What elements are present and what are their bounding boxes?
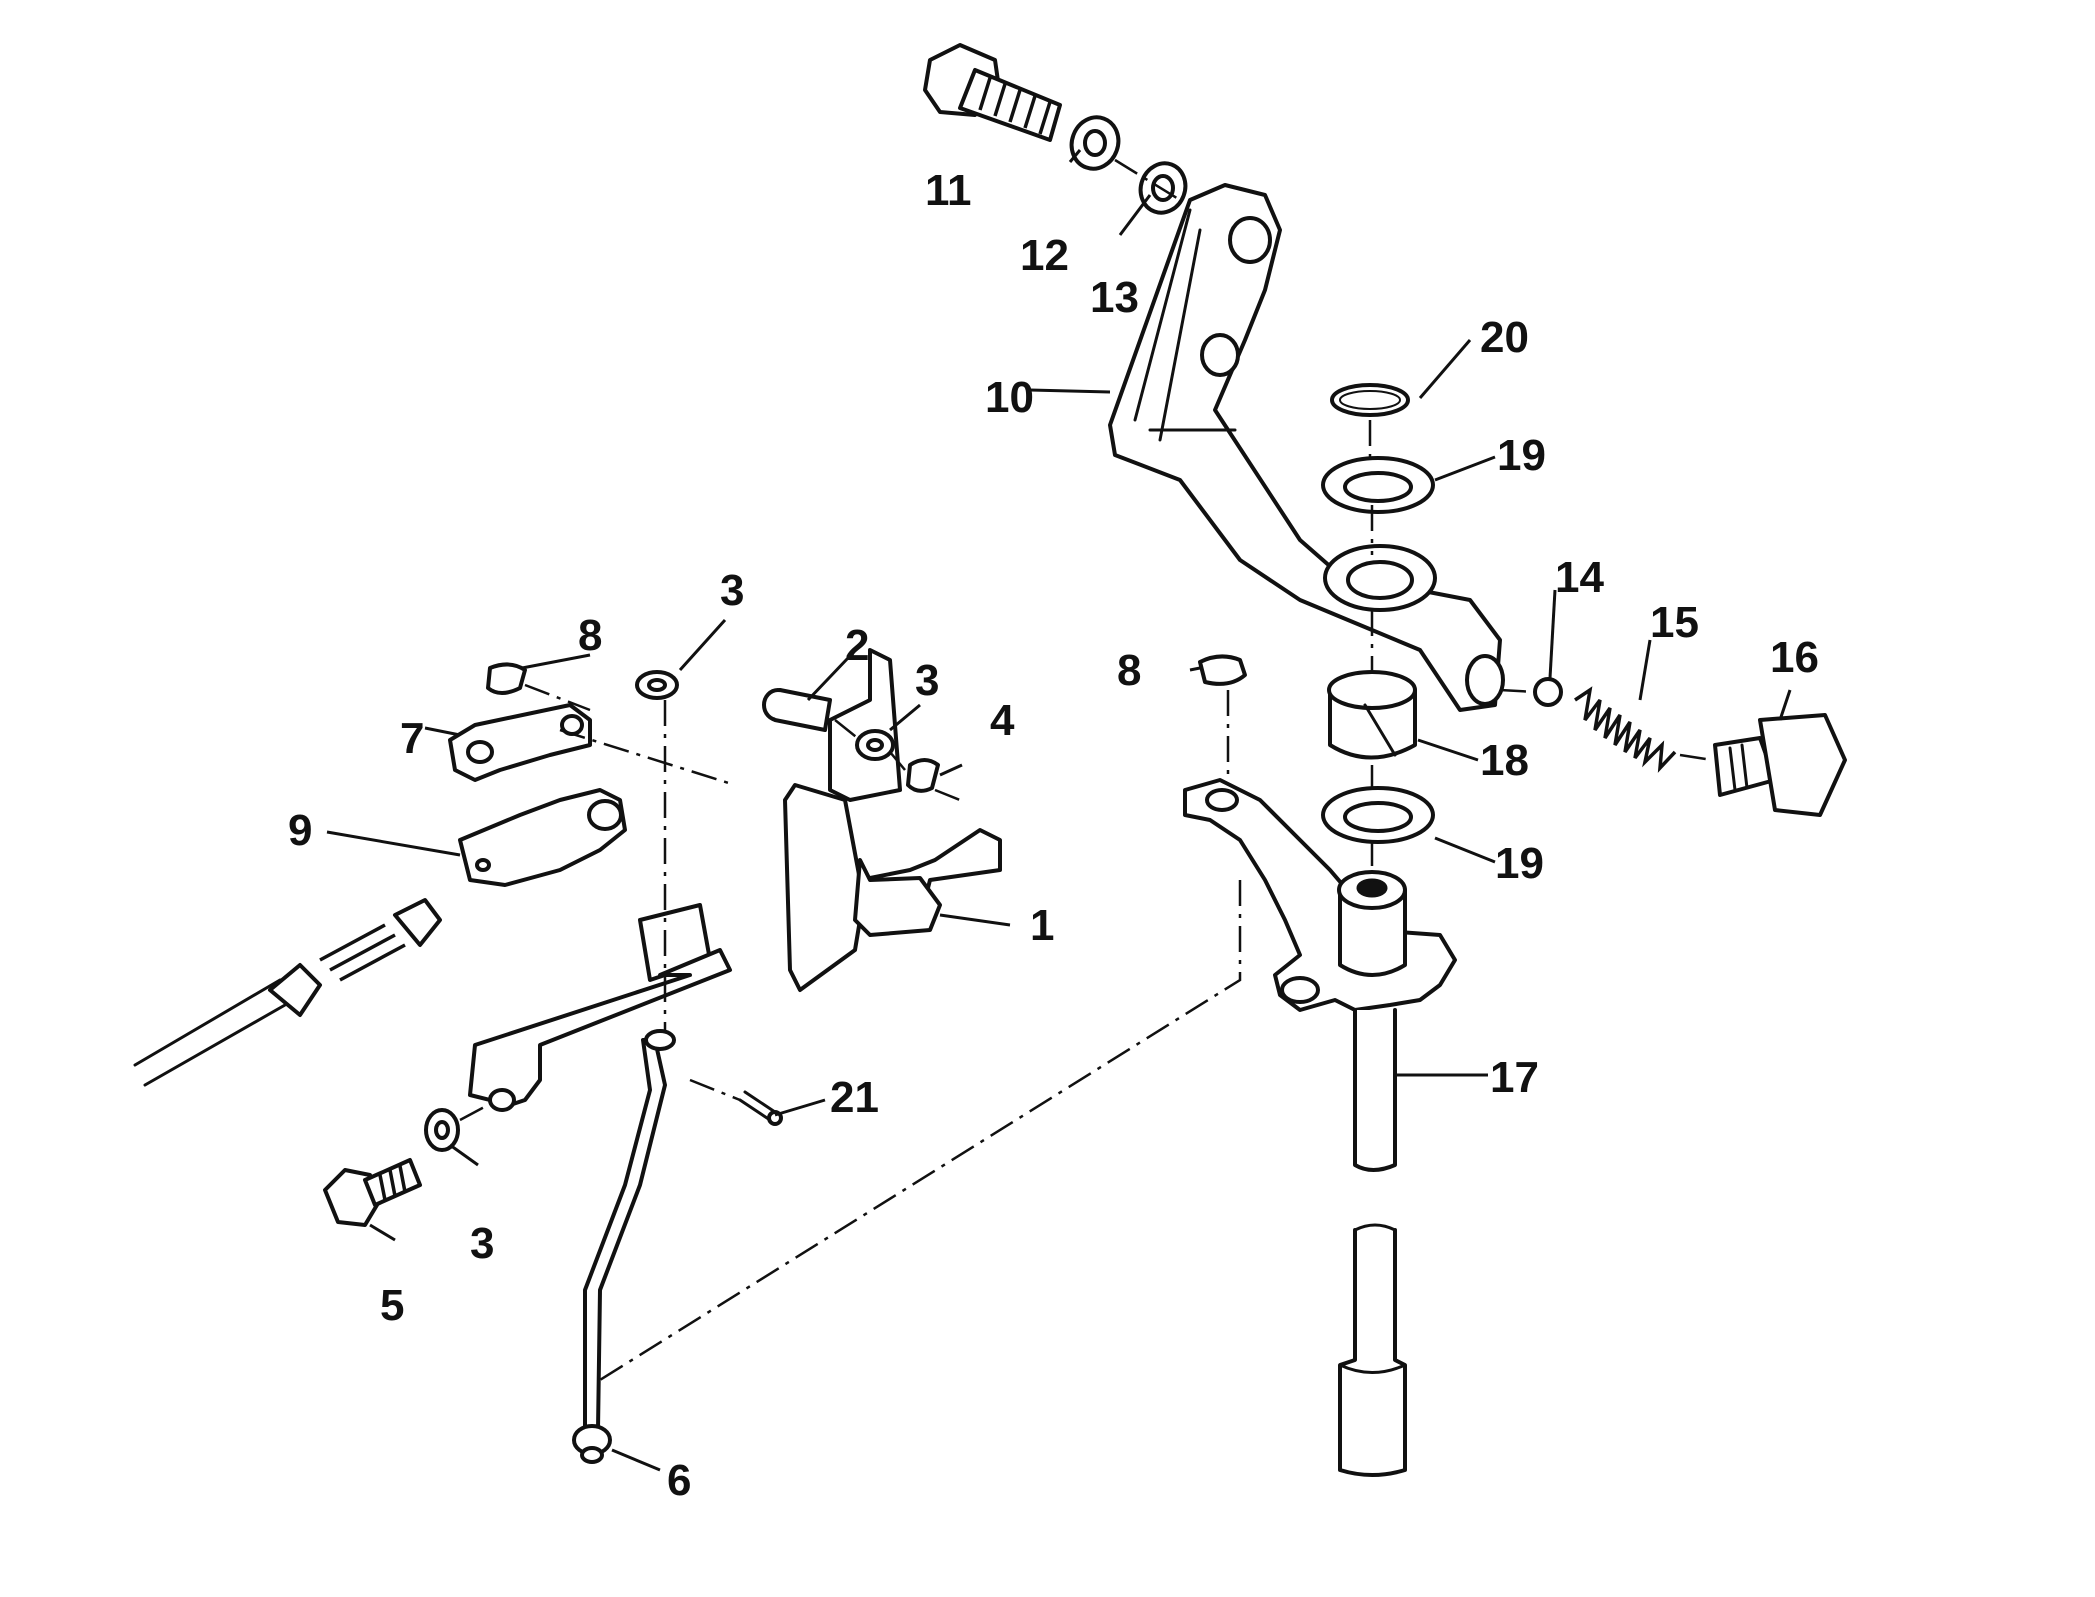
label-13: 13 — [1090, 273, 1139, 322]
cable-assembly — [133, 898, 442, 1087]
part-17-shift-shaft — [1183, 778, 1457, 1477]
label-11: 11 — [925, 166, 972, 215]
label-12: 12 — [1020, 231, 1069, 280]
label-10: 10 — [985, 373, 1034, 422]
part-13-washer — [1138, 161, 1188, 215]
part-5-bolt — [323, 1158, 422, 1227]
part-4-clip — [906, 758, 940, 793]
part-12-washer — [1069, 115, 1121, 171]
label-3a: 3 — [720, 566, 744, 615]
label-8a: 8 — [578, 611, 602, 660]
part-18-bushing — [1327, 670, 1417, 760]
label-18: 18 — [1480, 736, 1529, 785]
part-8-eclip-left — [486, 662, 527, 695]
part-9-connector — [458, 788, 627, 887]
callout-labels: 1 2 3 3 3 4 5 6 7 8 8 9 10 11 12 13 14 1… — [288, 166, 1819, 1505]
label-15: 15 — [1650, 598, 1699, 647]
part-6-rod — [572, 1029, 676, 1464]
part-2-pin — [762, 688, 832, 732]
label-7: 7 — [400, 714, 424, 763]
assembly-lines — [459, 158, 1713, 1382]
label-19b: 19 — [1495, 839, 1544, 888]
leader-lines — [326, 149, 1792, 1472]
part-14-ball — [1533, 677, 1563, 707]
label-3b: 3 — [915, 656, 939, 705]
label-17: 17 — [1490, 1053, 1539, 1102]
part-19-washer-lower — [1321, 786, 1435, 844]
label-9: 9 — [288, 806, 312, 855]
part-3-washer-top — [635, 670, 679, 700]
label-19a: 19 — [1497, 431, 1546, 480]
part-8-eclip-right — [1198, 654, 1247, 686]
part-15-spring — [1574, 686, 1677, 773]
label-5: 5 — [380, 1281, 404, 1330]
part-19-washer-upper — [1321, 456, 1435, 514]
label-3c: 3 — [470, 1219, 494, 1268]
part-16-plug — [1713, 713, 1847, 817]
label-6: 6 — [667, 1456, 691, 1505]
part-21-cotter-pin — [738, 1090, 783, 1126]
label-14: 14 — [1555, 553, 1604, 602]
label-21: 21 — [830, 1073, 879, 1122]
label-8b: 8 — [1117, 646, 1141, 695]
part-7-link — [448, 703, 592, 782]
label-4: 4 — [990, 696, 1015, 745]
part-11-bolt — [923, 43, 1062, 142]
label-16: 16 — [1770, 633, 1819, 682]
label-1: 1 — [1030, 901, 1054, 950]
label-20: 20 — [1480, 313, 1529, 362]
part-3-washer-middle — [855, 729, 895, 761]
label-2: 2 — [845, 621, 869, 670]
part-20-circlip — [1330, 383, 1410, 417]
part-10-lever — [1108, 183, 1505, 712]
part-3-washer-bottom — [424, 1108, 460, 1152]
